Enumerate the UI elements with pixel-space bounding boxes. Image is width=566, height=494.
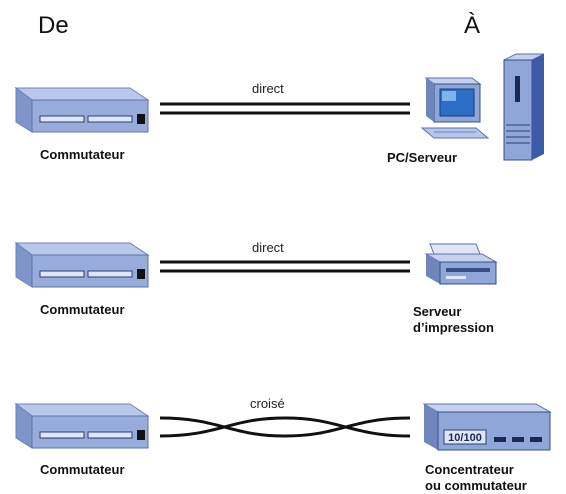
server-icon [503, 53, 545, 161]
target-label-1: PC/Serveur [387, 150, 458, 165]
from-heading: De [38, 12, 69, 39]
cable-type-label-2: direct [252, 240, 284, 255]
hub-badge: 10/100 [448, 432, 482, 444]
source-label-2: Commutateur [40, 302, 125, 317]
switch-icon [14, 242, 150, 288]
straight-cable-1 [160, 102, 410, 115]
cable-type-label-3: croisé [250, 396, 285, 411]
straight-cable-2 [160, 260, 410, 273]
target-label-3: Concentrateur ou commutateur [425, 462, 527, 493]
switch-icon [14, 403, 150, 449]
to-heading: À [464, 12, 481, 39]
source-label-1: Commutateur [40, 147, 125, 162]
pc-icon [420, 77, 490, 139]
cable-type-label-1: direct [252, 81, 284, 96]
hub-icon [422, 403, 552, 451]
crossover-cable [160, 416, 410, 438]
target-label-2: Serveur d’impression [413, 304, 494, 335]
switch-icon [14, 87, 150, 133]
source-label-3: Commutateur [40, 462, 125, 477]
print-server-icon [424, 243, 498, 285]
